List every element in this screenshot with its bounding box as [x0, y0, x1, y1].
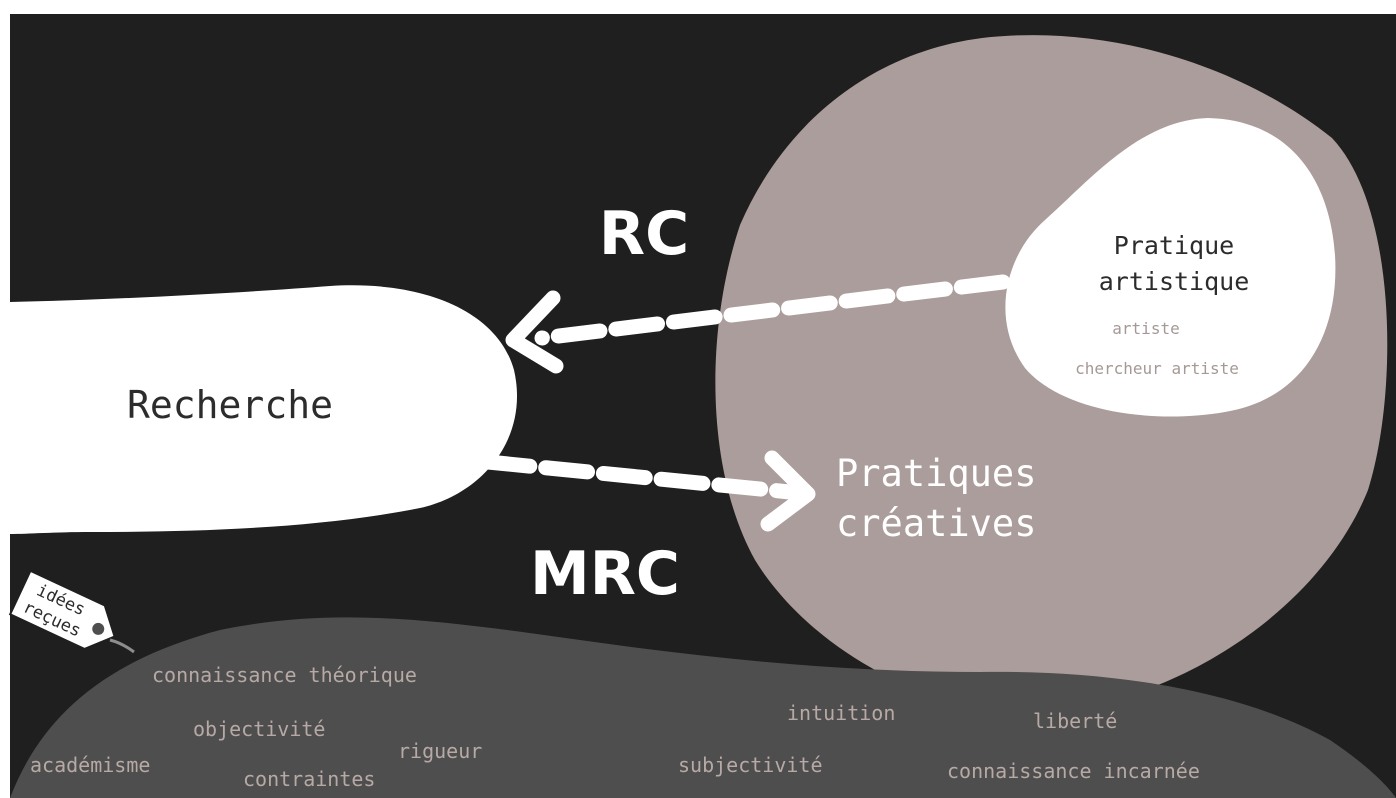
- research-blob: [10, 285, 518, 534]
- tag-hole: [92, 622, 105, 635]
- artiste-label: artiste: [1112, 319, 1179, 338]
- idees-recues-tag: idées reçues: [8, 569, 116, 651]
- rc-label: RC: [599, 199, 689, 269]
- word-intuition: intuition: [787, 701, 895, 725]
- research-label: Recherche: [127, 383, 333, 427]
- bottom-band: [10, 617, 1396, 798]
- word-objectivite: objectivité: [193, 717, 325, 741]
- rc-arrow-head: [505, 290, 564, 374]
- mrc-arrow-line: [480, 454, 798, 500]
- chercheur-artiste-label: chercheur artiste: [1075, 359, 1239, 378]
- artistic-practice-label-line2: artistique: [1099, 267, 1250, 296]
- mrc-label: MRC: [530, 539, 680, 609]
- word-contraintes: contraintes: [243, 767, 375, 791]
- creative-practices-label-line2: créatives: [836, 502, 1036, 545]
- mrc-arrow-head: [760, 450, 816, 532]
- word-liberte: liberté: [1033, 709, 1117, 733]
- tag-string: [109, 638, 135, 654]
- word-connaissance-incarnee: connaissance incarnée: [947, 759, 1200, 783]
- word-rigueur: rigueur: [398, 739, 482, 763]
- creative-practices-label-line1: Pratiques: [836, 452, 1036, 495]
- word-connaissance-theorique: connaissance théorique: [152, 663, 417, 687]
- artistic-practice-blob: [1005, 118, 1336, 417]
- word-academisme: académisme: [30, 753, 150, 777]
- rc-arrow-line: [534, 274, 1011, 346]
- artistic-practice-label-line1: Pratique: [1114, 231, 1234, 260]
- word-subjectivite: subjectivité: [678, 753, 823, 777]
